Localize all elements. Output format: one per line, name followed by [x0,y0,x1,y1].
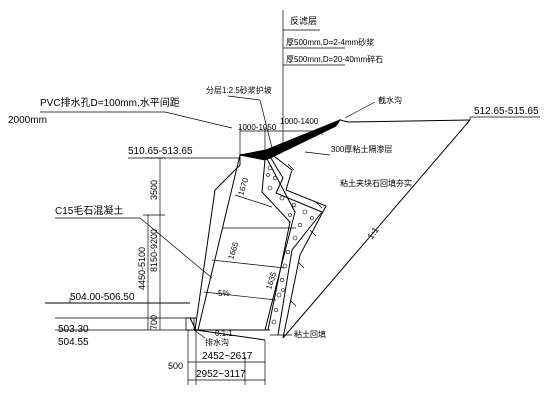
cap-mortar-label: 分层1:2.5砂浆护坡 [206,85,272,95]
clay-hatch [287,163,323,307]
dim-2952: 2952~3117 [196,369,246,380]
dim-2452: 2452~2617 [202,351,253,362]
upper-ground [347,119,471,123]
toe-drain [185,317,195,331]
upper-slope [339,119,349,123]
clay-fill-label: 粘土回填 [294,329,326,339]
filter-gravel-label: 厚500mm,D=20-40mm碎石 [286,54,383,64]
cap-slope [239,118,342,161]
pvc-label: PVC排水孔D=100mm,水平间距 [40,96,180,109]
clay-layer-label: 300厚粘土隔渗层 [331,144,392,154]
base-elev-1: 503.30 [58,324,89,335]
clay-layer-boundary [265,149,327,339]
base-slope-label: 0.1:1 [215,329,233,338]
pvc-spacing-label: 2000mm [8,115,47,126]
drain-ditch-leader [344,101,376,119]
pvc-leader-2 [164,111,233,129]
cap-mortar-leader [227,95,261,101]
ground-elev-label: 504.00-506.50 [70,292,135,303]
dim-1000-1050: 1000-1050 [238,123,277,132]
filter-sand-label: 厚500mm,D=2-4mm砂浆 [286,37,374,47]
dim-1670: 1670 [236,176,250,196]
dim-1000-1400: 1000-1400 [280,117,319,126]
gravel-band-inner [261,154,291,331]
drain-ditch-label: 截水沟 [378,95,402,105]
dim-3500: 3500 [149,180,159,200]
backfill-label: 粘土夹块石回填夯实 [340,178,412,188]
dim-5pct: 5% [218,289,230,298]
c15-leader-2 [139,217,213,279]
gravel-band-outer [265,149,323,336]
filter-title: 反滤层 [290,15,317,26]
dim-4450: 4450-5100 [137,247,147,290]
wall-front-face [197,154,241,331]
dim-1665: 1665 [226,240,240,260]
excavation-slope [282,119,471,339]
top-elev-label: 510.65-513.65 [128,146,193,157]
clay-leader [304,151,331,156]
drain-label: 排水沟 [205,337,229,347]
c15-label: C15毛石混凝土 [55,204,123,217]
dim-500: 500 [168,361,183,371]
cap-mortar-leader-2 [259,99,273,149]
dim-700: 700 [149,315,159,330]
gravel-pattern [266,165,314,325]
base-elev-2: 504.55 [58,337,89,348]
dim-8150: 8150-9200 [149,229,159,272]
pvc-drain-holes [203,194,296,301]
right-elev-label: 512.65-515.65 [474,106,539,117]
